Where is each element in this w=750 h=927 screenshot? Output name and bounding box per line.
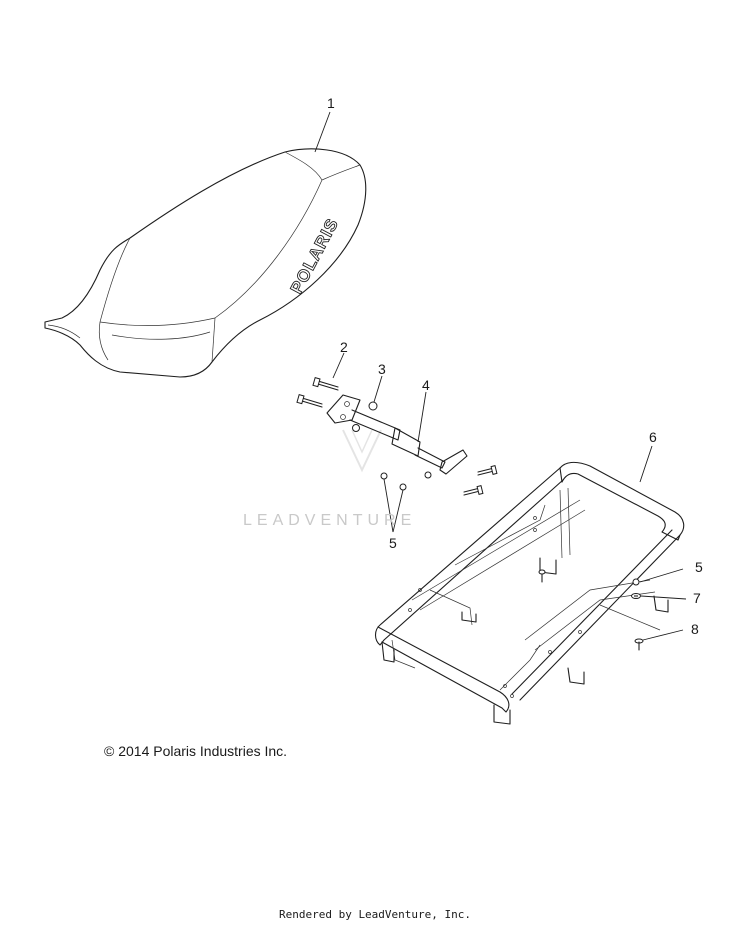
- rendered-by-footer: Rendered by LeadVenture, Inc.: [278, 908, 472, 921]
- seat-brand-logo: POLARIS: [287, 215, 343, 297]
- callout-1: 1: [327, 95, 335, 111]
- washer-part-7[interactable]: [631, 593, 641, 599]
- callout-3: 3: [378, 361, 386, 377]
- callout-8: 8: [691, 621, 699, 637]
- watermark-text: LEADVENTURE: [243, 512, 417, 529]
- nut-part-3[interactable]: [352, 401, 378, 432]
- nut-part-5-right[interactable]: [632, 578, 640, 586]
- watermark-logo-icon: [342, 429, 382, 473]
- callout-4: 4: [422, 377, 430, 393]
- copyright-notice: © 2014 Polaris Industries Inc.: [104, 743, 288, 759]
- bolt-pair-bracket[interactable]: [463, 465, 498, 496]
- bolt-part-8[interactable]: [634, 638, 644, 651]
- bracket-part-4[interactable]: [326, 394, 468, 479]
- callout-5-right: 5: [695, 559, 703, 575]
- bolt-under-frame[interactable]: [538, 569, 546, 583]
- callout-5-left: 5: [389, 535, 397, 551]
- leader-lines: [314, 111, 687, 641]
- rack-frame-part-6[interactable]: [374, 461, 685, 725]
- nut-part-5-left[interactable]: [380, 472, 407, 491]
- callout-7: 7: [693, 590, 701, 606]
- callout-6: 6: [649, 429, 657, 445]
- seat-part-1[interactable]: POLARIS: [44, 148, 367, 378]
- bolt-part-2[interactable]: [296, 376, 339, 408]
- callout-2: 2: [340, 339, 348, 355]
